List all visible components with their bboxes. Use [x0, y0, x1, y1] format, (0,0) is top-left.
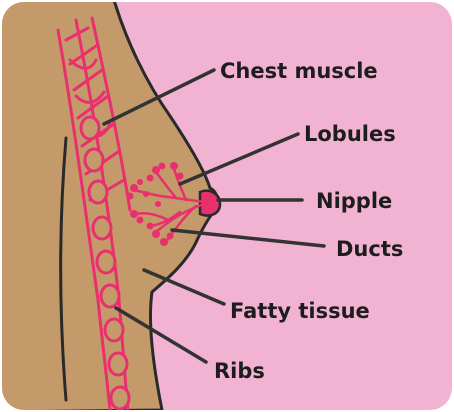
label-fatty-tissue: Fatty tissue: [230, 299, 370, 323]
label-nipple: Nipple: [316, 189, 392, 213]
label-chest-muscle: Chest muscle: [220, 59, 378, 83]
label-ribs: Ribs: [214, 359, 265, 383]
label-ducts: Ducts: [336, 237, 403, 261]
label-lobules: Lobules: [304, 122, 396, 146]
